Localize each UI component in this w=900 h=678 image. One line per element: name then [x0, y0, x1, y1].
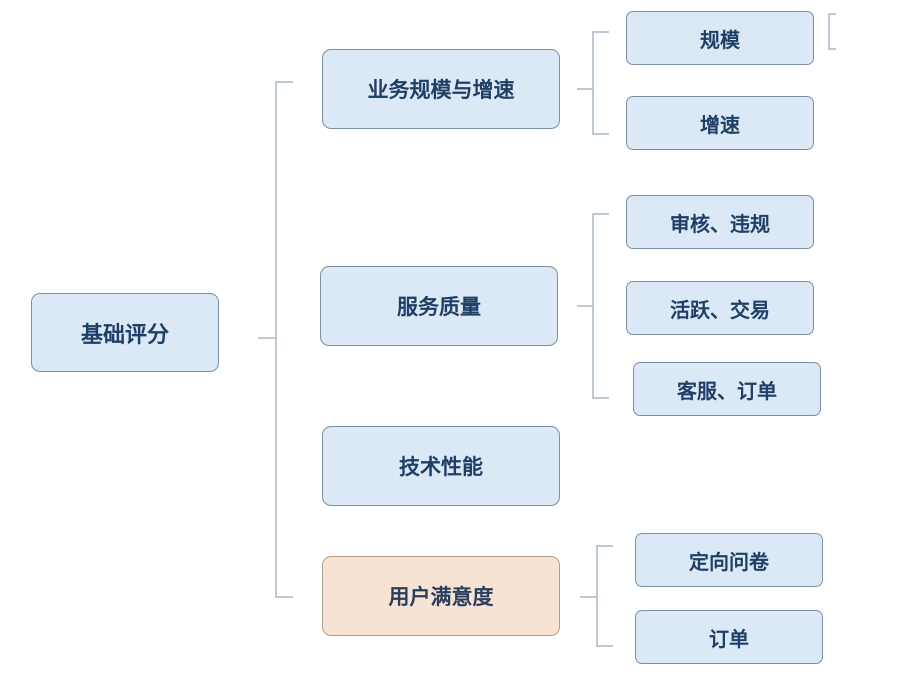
- node-leaf-survey[interactable]: 定向问卷: [635, 533, 823, 587]
- node-category-tech-performance-label: 技术性能: [399, 455, 483, 479]
- node-category-business-scale[interactable]: 业务规模与增速: [322, 49, 560, 129]
- node-leaf-review-violation-label: 审核、违规: [670, 211, 770, 236]
- node-category-business-scale-label: 业务规模与增速: [367, 78, 515, 102]
- node-leaf-scale[interactable]: 规模: [626, 11, 814, 65]
- node-leaf-support-order[interactable]: 客服、订单: [633, 362, 821, 416]
- node-category-service-quality[interactable]: 服务质量: [320, 266, 558, 346]
- node-leaf-review-violation[interactable]: 审核、违规: [626, 195, 814, 249]
- node-leaf-growth[interactable]: 增速: [626, 96, 814, 150]
- root-bracket: [258, 81, 293, 598]
- node-category-service-quality-label: 服务质量: [397, 295, 481, 319]
- node-category-user-satisfaction[interactable]: 用户满意度: [322, 556, 560, 636]
- node-leaf-activity-trade-label: 活跃、交易: [670, 297, 770, 322]
- category-2-bracket: [577, 213, 609, 399]
- node-category-tech-performance[interactable]: 技术性能: [322, 426, 560, 506]
- category-4-bracket: [580, 545, 613, 647]
- node-leaf-order-label: 订单: [709, 626, 749, 651]
- offscreen-bracket: [828, 13, 836, 50]
- node-leaf-growth-label: 增速: [700, 112, 740, 137]
- node-root-label: 基础评分: [80, 322, 169, 348]
- node-root[interactable]: 基础评分: [31, 293, 219, 372]
- node-category-user-satisfaction-label: 用户满意度: [388, 585, 494, 609]
- node-leaf-activity-trade[interactable]: 活跃、交易: [626, 281, 814, 335]
- node-leaf-support-order-label: 客服、订单: [677, 378, 777, 403]
- node-leaf-order[interactable]: 订单: [635, 610, 823, 664]
- category-1-bracket: [577, 31, 609, 135]
- node-leaf-survey-label: 定向问卷: [689, 549, 769, 574]
- node-leaf-scale-label: 规模: [700, 27, 740, 52]
